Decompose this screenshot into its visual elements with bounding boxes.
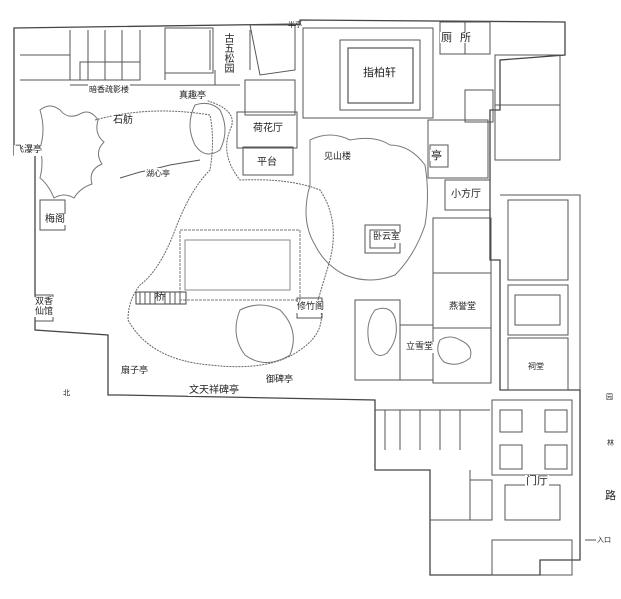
label-north: 北	[62, 388, 71, 399]
label-ping-tai: 平台	[256, 157, 278, 168]
label-road-lin: 林	[606, 438, 615, 449]
label-li-xue-tang: 立雪堂	[405, 342, 435, 353]
label-road-lu: 路	[604, 489, 617, 502]
label-road-yuan: 园	[605, 392, 614, 403]
label-fei-pu-ting: 飞瀑亭	[14, 145, 44, 156]
label-ce-suo: 厕所	[440, 31, 480, 44]
label-hu-xin-ting: 湖心亭	[145, 168, 171, 179]
label-wo-yun-shi: 卧云室	[372, 232, 402, 243]
label-shi-fang: 石舫	[112, 115, 134, 126]
label-mei-ge: 梅阁	[44, 214, 66, 225]
label-yu-bei-ting: 御碑亭	[265, 375, 295, 386]
label-entrance: 入口	[596, 535, 612, 546]
label-shuang-xiang-xian-guan: 双香仙馆	[34, 297, 54, 317]
label-he-hua-ting: 荷花厅	[252, 123, 284, 134]
label-gu-wu-song-yuan: 古五松园	[221, 33, 234, 73]
label-xiao-fang-ting: 小方厅	[450, 189, 482, 200]
label-an-xiang-shu-ying-lou: 暗香疏影楼	[88, 84, 130, 95]
label-qiao: 桥	[155, 292, 165, 303]
label-wen-tian-xiang-bei-ting: 文天祥碑亭	[188, 385, 240, 396]
label-shan-zi-ting: 扇子亭	[120, 366, 150, 377]
label-jian-shan-lou: 见山楼	[323, 152, 353, 163]
label-ting: 亭	[430, 149, 443, 162]
label-zhi-bai-xuan: 指柏轩	[362, 66, 397, 79]
label-yan-yu-tang: 燕誉堂	[448, 302, 478, 313]
label-ban-ting: 半亭	[288, 21, 302, 29]
label-zhen-qu-ting: 真趣亭	[178, 91, 208, 102]
label-ci-tang: 祠堂	[527, 361, 545, 372]
label-xiu-zhu-ge: 修竹阁	[296, 302, 326, 313]
label-men-ting: 门厅	[525, 474, 549, 487]
